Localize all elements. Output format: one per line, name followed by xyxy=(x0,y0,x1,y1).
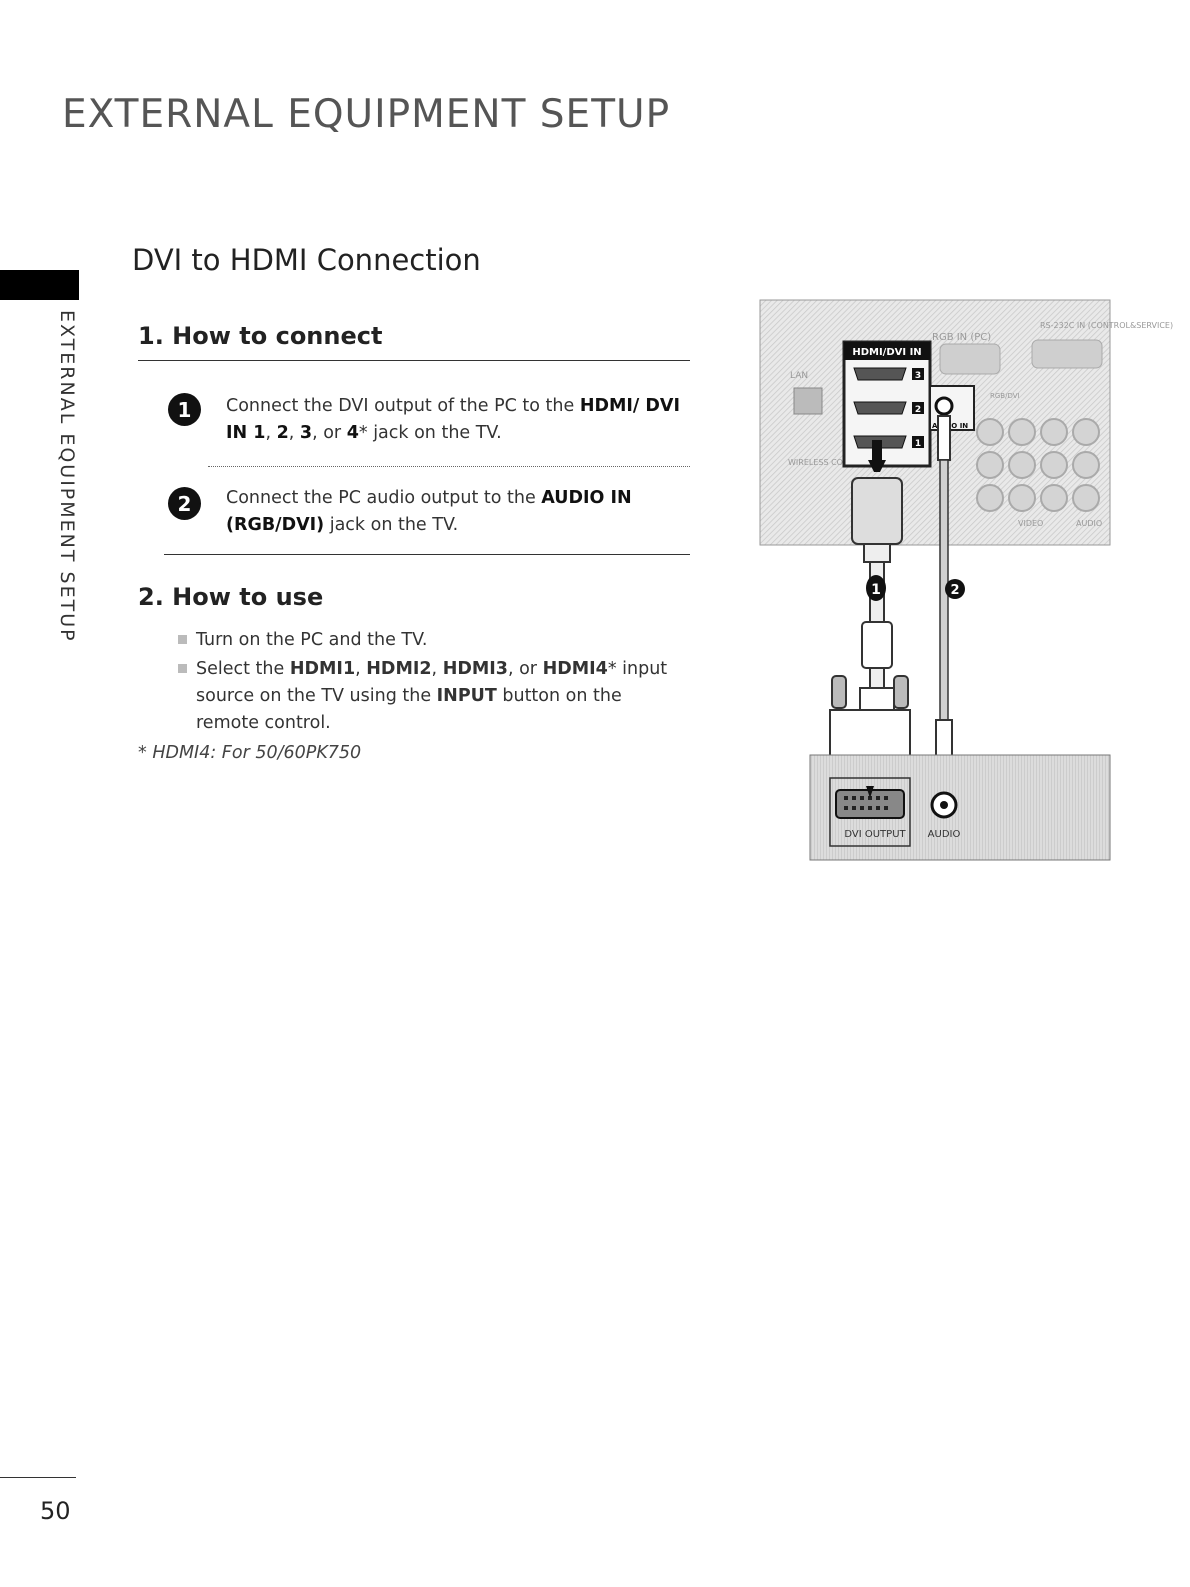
wireless-control-label: WIRELESS CONTROL xyxy=(788,458,871,467)
page-number: 50 xyxy=(40,1497,71,1525)
side-tab-text: EXTERNAL EQUIPMENT SETUP xyxy=(56,310,78,643)
rgb-port-icon xyxy=(939,343,1001,375)
footer-divider xyxy=(0,1477,76,1478)
lan-port-icon xyxy=(793,387,823,415)
dvi-arrow-icon xyxy=(866,786,874,798)
list-item: Turn on the PC and the TV. xyxy=(178,627,681,654)
svg-text:2: 2 xyxy=(915,405,921,415)
callout-1: 1 xyxy=(866,575,886,601)
callout-2: 2 xyxy=(945,579,965,599)
lan-label: LAN xyxy=(790,371,808,381)
how-to-connect-heading: 1. How to connect xyxy=(138,322,383,350)
audio-label: AUDIO xyxy=(1076,519,1102,528)
divider xyxy=(138,360,690,361)
hdmi-port-3: 3 xyxy=(853,367,924,381)
rca-jacks-icon xyxy=(976,418,1100,512)
rs232c-label: RS-232C IN (CONTROL&SERVICE) xyxy=(1040,321,1173,330)
audio-in-jack-icon xyxy=(934,396,954,416)
pc-audio-label: AUDIO xyxy=(928,829,961,840)
step-1-badge: 1 xyxy=(168,393,201,426)
bullet-icon xyxy=(178,664,187,673)
side-tab-marker xyxy=(0,270,79,300)
connection-diagram: RGB IN (PC) RS-232C IN (CONTROL&SERVICE)… xyxy=(759,299,1173,861)
footnote: * HDMI4: For 50/60PK750 xyxy=(138,743,362,763)
step-1-text: Connect the DVI output of the PC to the … xyxy=(226,396,680,443)
hdmi-header-bar xyxy=(844,342,930,360)
dotted-divider xyxy=(208,466,690,467)
rs232-port-icon xyxy=(1031,339,1103,369)
dvi-output-label: DVI OUTPUT xyxy=(844,829,906,840)
svg-text:3: 3 xyxy=(915,371,921,381)
video-label: VIDEO xyxy=(1018,519,1043,528)
section-title: DVI to HDMI Connection xyxy=(132,243,481,277)
svg-text:2: 2 xyxy=(950,583,959,598)
hdmi-port-2: 2 xyxy=(853,401,924,415)
side-tab-label: EXTERNAL EQUIPMENT SETUP xyxy=(56,310,96,670)
page-title: EXTERNAL EQUIPMENT SETUP xyxy=(62,92,671,137)
list-item: Select the HDMI1, HDMI2, HDMI3, or HDMI4… xyxy=(178,656,681,737)
rgb-dvi-label: RGB/DVI xyxy=(990,392,1020,400)
rgb-in-pc-label: RGB IN (PC) xyxy=(932,332,991,343)
step-2-badge: 2 xyxy=(168,487,201,520)
hdmi-port-1: 1 xyxy=(853,435,924,449)
svg-text:1: 1 xyxy=(871,582,881,598)
hdmi-header-label: HDMI/DVI IN xyxy=(852,347,921,358)
how-to-use-heading: 2. How to use xyxy=(138,583,324,611)
svg-text:1: 1 xyxy=(915,439,921,449)
hdmi-cable xyxy=(851,440,903,689)
bullet-icon xyxy=(178,635,187,644)
step-2-text: Connect the PC audio output to the AUDIO… xyxy=(226,488,632,535)
divider xyxy=(164,554,690,555)
